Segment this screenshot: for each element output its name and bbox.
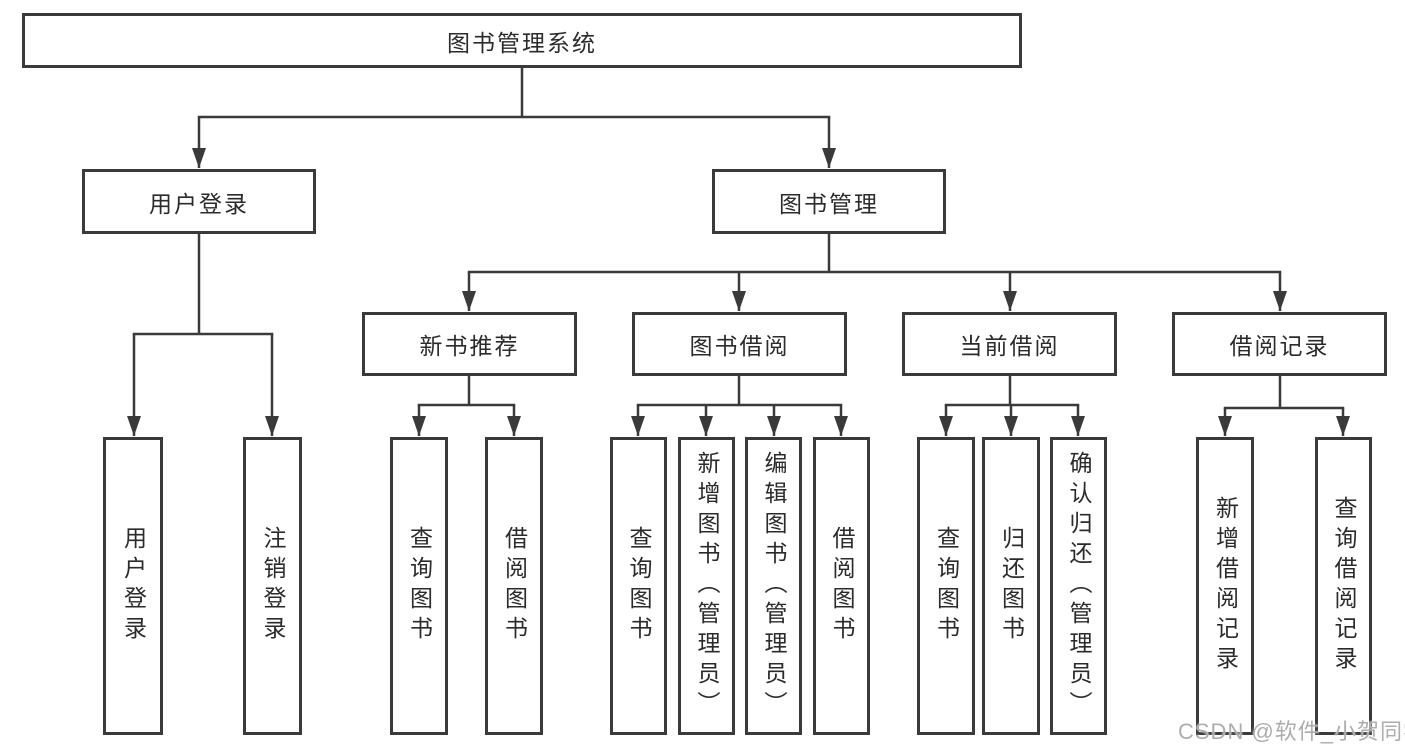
node-label: 用户登录 [149, 190, 249, 217]
node-add-borrow-record-leaf: 新增借阅记录 [1196, 437, 1254, 735]
node-current-borrowing: 当前借阅 [902, 312, 1117, 376]
node-query-books-leaf: 查询图书 [610, 437, 667, 735]
node-label: 当前借阅 [959, 333, 1060, 359]
node-label: 查询借阅记录 [1331, 496, 1357, 676]
connector-arrows [127, 117, 1350, 436]
node-label: 归还图书 [998, 526, 1025, 646]
node-label: 编辑图书（管理员） [761, 451, 787, 721]
node-label: 注销登录 [260, 526, 286, 646]
node-label: 图书管理 [779, 190, 879, 217]
node-new-book-recommendation: 新书推荐 [362, 312, 577, 376]
node-book-borrowing: 图书借阅 [632, 312, 847, 376]
node-label: 确认归还（管理员） [1066, 451, 1092, 721]
node-query-books-leaf: 查询图书 [390, 437, 448, 735]
node-book-management: 图书管理 [712, 169, 946, 234]
node-label: 借阅记录 [1229, 333, 1330, 359]
node-edit-books-admin-leaf: 编辑图书（管理员） [745, 437, 802, 735]
node-borrow-books-leaf: 借阅图书 [485, 437, 543, 735]
node-user-login-leaf: 用户登录 [103, 437, 163, 735]
node-add-books-admin-leaf: 新增图书（管理员） [678, 437, 735, 735]
node-label: 查询图书 [933, 526, 960, 646]
node-return-books-leaf: 归还图书 [982, 437, 1040, 735]
node-borrow-books-leaf: 借阅图书 [813, 437, 870, 735]
node-label: 用户登录 [120, 526, 147, 646]
node-library-system: 图书管理系统 [22, 13, 1022, 68]
node-label: 借阅图书 [829, 526, 855, 646]
node-borrowing-records: 借阅记录 [1172, 312, 1387, 376]
node-label: 查询图书 [626, 526, 652, 646]
node-confirm-return-admin-leaf: 确认归还（管理员） [1050, 437, 1107, 735]
node-label: 图书借阅 [689, 333, 790, 359]
node-label: 新增借阅记录 [1212, 496, 1239, 676]
node-label: 借阅图书 [501, 526, 528, 646]
node-query-borrow-record-leaf: 查询借阅记录 [1315, 437, 1372, 735]
node-label: 图书管理系统 [447, 29, 597, 56]
connector-trunks [132, 66, 1345, 410]
node-user-login: 用户登录 [82, 169, 316, 234]
node-logout-leaf: 注销登录 [243, 437, 302, 735]
node-query-books-leaf: 查询图书 [917, 437, 975, 735]
node-label: 新增图书（管理员） [694, 451, 720, 721]
node-label: 查询图书 [406, 526, 433, 646]
watermark: CSDN @软件_小贺同学 [1178, 719, 1405, 744]
node-label: 新书推荐 [419, 333, 520, 359]
